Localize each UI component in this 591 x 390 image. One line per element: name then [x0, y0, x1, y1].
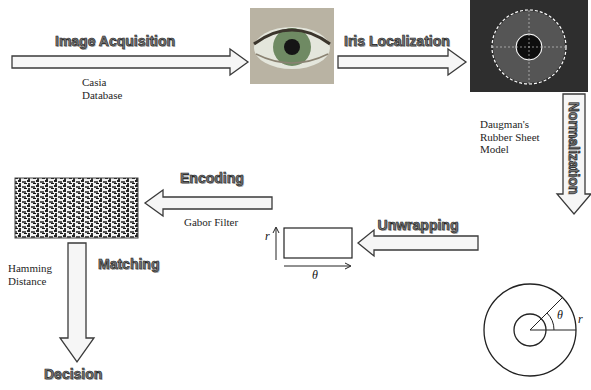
axis-symbol: θ: [557, 309, 563, 322]
polar-circle: θr: [478, 225, 590, 385]
result-label: Decision: [44, 366, 102, 383]
note-label: Gabor Filter: [184, 216, 238, 229]
angle-arc: [547, 313, 554, 330]
unwrapped-rectangle-outline: [262, 222, 358, 282]
radius-line: [530, 298, 576, 331]
flow-arrow: [338, 49, 466, 75]
stage-label: Matching: [98, 256, 159, 273]
axis-symbol: r: [265, 230, 270, 243]
eye-photo: [250, 8, 334, 84]
stage-label: Iris Localization: [344, 33, 450, 50]
note-label: Casia Database: [82, 76, 134, 101]
stage-label: Normalization: [566, 102, 583, 195]
polar-circle-outline: [478, 225, 590, 385]
note-label: Hamming Distance: [8, 262, 64, 287]
axis-arrow: [273, 227, 351, 269]
stage-label: Image Acquisition: [55, 33, 175, 50]
unwrapped-box: [284, 228, 352, 258]
iris-code-image: [15, 178, 138, 238]
axis-symbol: r: [578, 313, 583, 326]
flow-arrow: [145, 190, 272, 216]
note-label: Daugman's Rubber Sheet Model: [480, 118, 552, 156]
localized-iris-photo: [470, 0, 588, 92]
unwrapped-rectangle: rθ: [262, 222, 358, 282]
stage-label: Encoding: [180, 170, 244, 187]
outer-circle: [484, 284, 576, 376]
flow-arrow: [12, 49, 248, 75]
flow-arrow: [60, 243, 94, 362]
flow-arrow: [557, 94, 591, 214]
axis-symbol: θ: [312, 269, 318, 282]
stage-label: Unwrapping: [376, 217, 461, 234]
